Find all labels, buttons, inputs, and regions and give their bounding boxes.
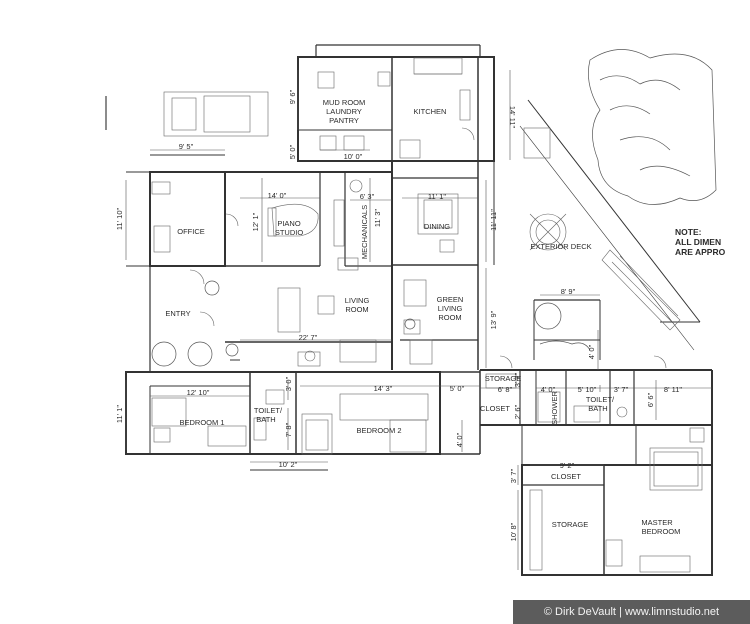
dim-closet-low-width: 9' 2" — [560, 461, 575, 470]
dim-piano-height: 12' 1" — [251, 212, 260, 231]
room-label-bath-1: BATH — [256, 415, 275, 424]
dim-piano-width: 14' 0" — [268, 191, 287, 200]
room-label-living: LIVING — [345, 296, 370, 305]
room-label-storage-top: STORAGE — [485, 374, 522, 383]
room-label-closet-lower: CLOSET — [551, 472, 581, 481]
room-label-living-room: ROOM — [345, 305, 368, 314]
dim-bedroom1-width: 12' 10" — [187, 388, 210, 397]
room-label-bedroom-1: BEDROOM 1 — [179, 418, 224, 427]
dim-bath2-side: 3' 7" — [614, 385, 629, 394]
dim-mech-height: 11' 3" — [373, 209, 382, 227]
note-title: NOTE: — [675, 227, 702, 237]
dimension-labels: 9' 6" 5' 0" 10' 0" 14' 11" 9' 5" 11' 10"… — [115, 89, 682, 541]
room-label-piano: PIANO — [277, 219, 301, 228]
dim-mud-width: 10' 0" — [344, 152, 363, 161]
dim-mud-lower: 5' 0" — [288, 144, 297, 159]
copyright-credit: © Dirk DeVault | www.limnstudio.net — [513, 600, 750, 624]
dim-green-height: 13' 9" — [489, 310, 498, 329]
room-label-entry: ENTRY — [165, 309, 190, 318]
room-label-green-room: ROOM — [438, 313, 461, 322]
dim-mud-height: 9' 6" — [288, 89, 297, 104]
dim-storage-width: 6' 8" — [498, 385, 513, 394]
room-label-office: OFFICE — [177, 227, 205, 236]
room-label-kitchen: KITCHEN — [414, 107, 447, 116]
dim-kitchen-side: 14' 11" — [508, 106, 517, 129]
dim-hall-width: 5' 0" — [450, 384, 465, 393]
dim-dining-height: 11' 11" — [489, 209, 498, 231]
room-label-mud-room: MUD ROOM — [323, 98, 366, 107]
note-block: NOTE: ALL DIMEN ARE APPRO — [675, 227, 726, 257]
dim-living-width: 22' 7" — [299, 333, 318, 342]
dim-office-width: 9' 5" — [179, 142, 194, 151]
room-label-master: MASTER — [641, 518, 673, 527]
dim-bedroom2-width: 14' 3" — [374, 384, 393, 393]
note-line-2: ARE APPRO — [675, 247, 726, 257]
dim-storage-low-height: 10' 8" — [509, 522, 518, 541]
dim-deck-width: 8' 9" — [561, 287, 576, 296]
dim-bath1-top: 3' 0" — [284, 376, 293, 391]
room-label-toilet-1: TOILET/ — [254, 406, 283, 415]
room-label-mechanicals: MECHANICALS — [360, 205, 369, 259]
dim-hall-drop: 4' 0" — [455, 432, 464, 447]
walls — [125, 44, 713, 576]
dim-shower-width: 4' 0" — [541, 385, 556, 394]
room-label-bath-2: BATH — [588, 404, 607, 413]
room-label-master-bedroom: BEDROOM — [642, 527, 681, 536]
room-label-storage-lower: STORAGE — [552, 520, 589, 529]
room-label-dining: DINING — [424, 222, 450, 231]
room-label-pantry: PANTRY — [329, 116, 359, 125]
dim-east-height: 6' 6" — [646, 392, 655, 407]
room-label-laundry: LAUNDRY — [326, 107, 362, 116]
room-label-toilet-2: TOILET/ — [586, 395, 615, 404]
dim-closet-low-height: 3' 7" — [509, 468, 518, 483]
dim-bath1-height: 7' 8" — [284, 422, 293, 437]
landscaping — [151, 49, 717, 367]
room-label-exterior-deck: EXTERIOR DECK — [530, 242, 591, 251]
dim-dining-width: 11' 1" — [428, 192, 446, 201]
dim-bedroom1-height: 11' 1" — [115, 405, 124, 423]
dim-office-height: 11' 10" — [115, 208, 124, 231]
room-label-studio: STUDIO — [275, 228, 304, 237]
dim-storage-height: 3' 7" — [513, 372, 522, 387]
room-label-green-living: LIVING — [438, 304, 463, 313]
room-label-closet-mid: CLOSET — [480, 404, 510, 413]
room-labels: MUD ROOM LAUNDRY PANTRY KITCHEN OFFICE P… — [165, 98, 680, 536]
note-line-1: ALL DIMEN — [675, 237, 721, 247]
furniture — [105, 57, 705, 573]
dim-deck-drop: 4' 0" — [587, 344, 596, 359]
dim-mech-width: 6' 3" — [360, 192, 375, 201]
room-label-bedroom-2: BEDROOM 2 — [356, 426, 401, 435]
dim-closet-height: 2' 6" — [513, 404, 522, 419]
dim-bath2-width: 5' 10" — [578, 385, 597, 394]
dim-east-width: 8' 11" — [664, 385, 682, 394]
room-label-green: GREEN — [437, 295, 464, 304]
dim-bath1-width: 10' 2" — [279, 460, 298, 469]
room-label-shower: SHOWER — [550, 391, 559, 425]
